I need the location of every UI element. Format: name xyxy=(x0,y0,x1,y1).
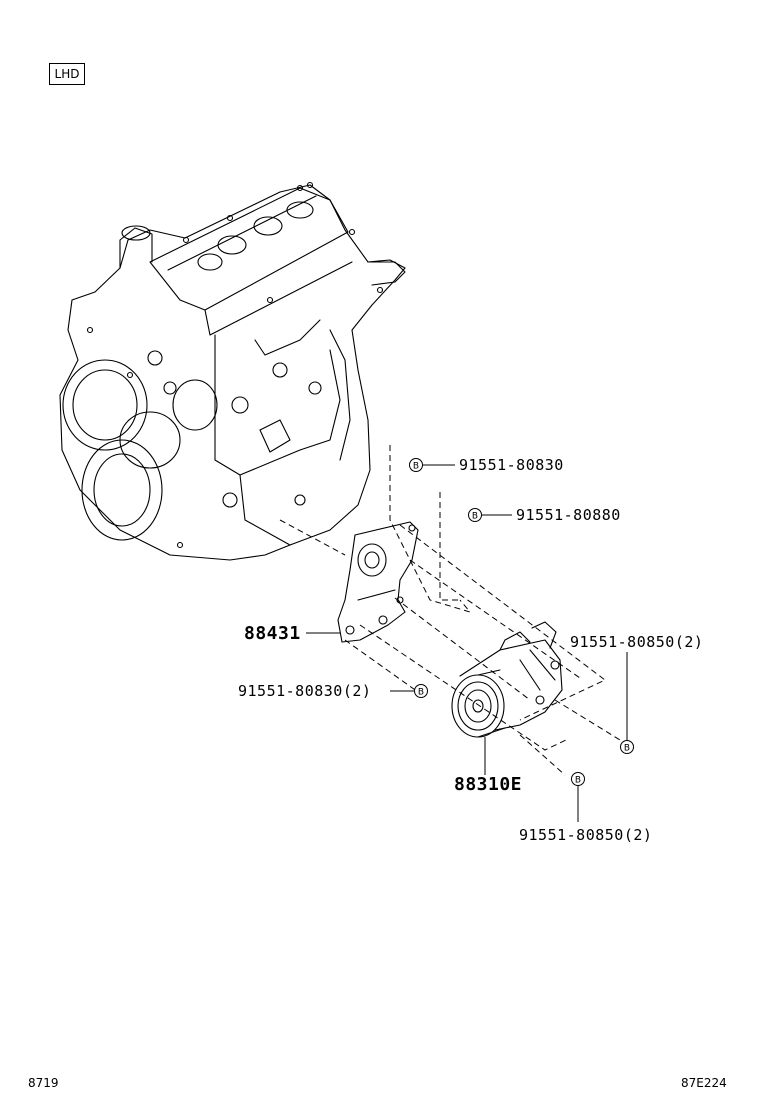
svg-text:B: B xyxy=(472,512,478,522)
compressor-illustration xyxy=(451,621,563,738)
part-label-bolt-right[interactable]: 91551-80850(2) xyxy=(570,633,704,651)
part-label-bolt-top[interactable]: 91551-80830 xyxy=(459,456,564,474)
lhd-badge: LHD xyxy=(49,63,85,85)
callout-b-icon: B xyxy=(620,740,634,754)
footer-right-code: 87E224 xyxy=(681,1076,727,1090)
svg-text:B: B xyxy=(418,688,424,698)
svg-text:B: B xyxy=(575,776,581,786)
part-label-compressor[interactable]: 88310E xyxy=(454,774,523,795)
part-label-bolt-bottom[interactable]: 91551-80850(2) xyxy=(519,826,653,844)
bracket-illustration xyxy=(337,521,419,643)
callout-b-icon: B xyxy=(468,508,482,522)
callout-markers: B B B B B xyxy=(409,458,634,786)
part-label-bolt-upper[interactable]: 91551-80880 xyxy=(516,506,621,524)
part-label-bolt-bracket-lower[interactable]: 91551-80830(2) xyxy=(238,682,372,700)
svg-text:B: B xyxy=(413,462,419,472)
footer-left-code: 8719 xyxy=(28,1076,59,1090)
callout-b-icon: B xyxy=(409,458,423,472)
callout-b-icon: B xyxy=(414,684,428,698)
svg-text:B: B xyxy=(624,744,630,754)
callout-b-icon: B xyxy=(571,772,585,786)
part-label-bracket[interactable]: 88431 xyxy=(244,623,301,644)
engine-illustration xyxy=(59,181,406,561)
